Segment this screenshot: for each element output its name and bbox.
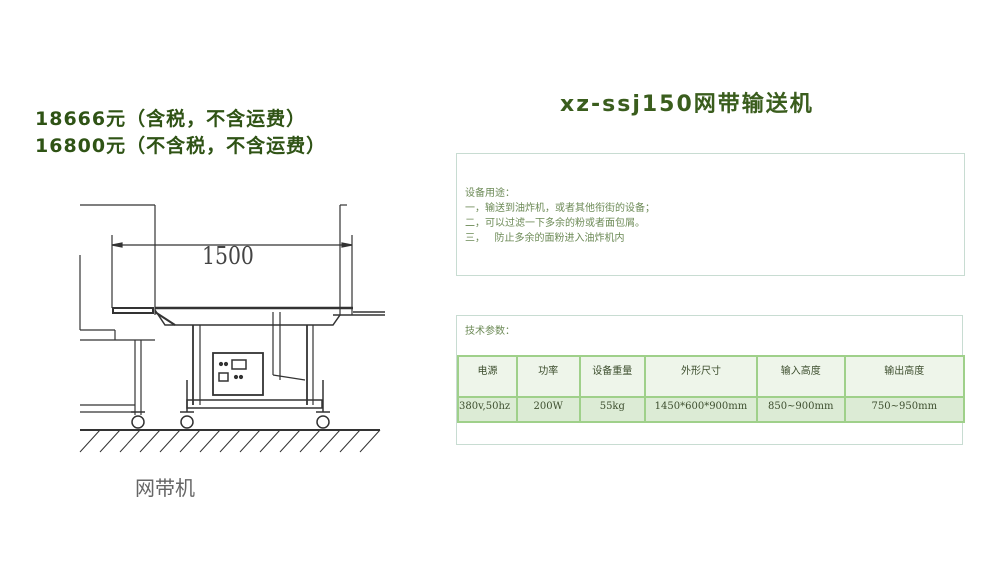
dimension-label: 1500 [202,242,254,270]
product-title: xz-ssj150网带输送机 [560,92,814,117]
price-without-tax: 16800元（不含税，不含运费） [35,135,327,157]
specs-table: 电源 功率 设备重量 外形尺寸 输入高度 输出高度 380v,50hz 200W… [457,355,966,423]
specs-heading: 技术参数： [465,326,515,337]
spec-value-power: 200W [515,396,581,423]
price-with-tax: 18666元（含税，不含运费） [35,108,307,130]
column-header: 功率 [515,355,581,398]
usage-section: 设备用途： 一，输送到油炸机，或者其他衔街的设备； 二，可以过滤一下多余的粉或者… [465,186,655,246]
column-header: 电源 [457,355,518,398]
usage-line: 三， 防止多余的面粉进入油炸机内 [465,233,625,244]
column-header: 设备重量 [578,355,647,398]
column-header: 输出高度 [843,355,966,398]
spec-value-input-height: 850~900mm [755,396,846,423]
spec-value-weight: 55kg [578,396,647,423]
specs-header-row: 电源 功率 设备重量 外形尺寸 输入高度 输出高度 [457,355,966,398]
spec-value-output-height: 750~950mm [843,396,966,423]
drawing-caption: 网带机 [135,476,195,500]
conveyor-technical-drawing: 1500 网带机 [75,190,385,514]
usage-heading: 设备用途： [465,188,515,199]
usage-line: 一，输送到油炸机，或者其他衔街的设备； [465,203,655,214]
column-header: 输入高度 [755,355,846,398]
spec-value-power-supply: 380v,50hz [457,396,518,423]
usage-box [456,153,965,276]
column-header: 外形尺寸 [644,355,758,398]
specs-value-row: 380v,50hz 200W 55kg 1450*600*900mm 850~9… [457,396,966,423]
spec-value-dimensions: 1450*600*900mm [644,396,758,423]
usage-line: 二，可以过滤一下多余的粉或者面包屑。 [465,218,645,229]
